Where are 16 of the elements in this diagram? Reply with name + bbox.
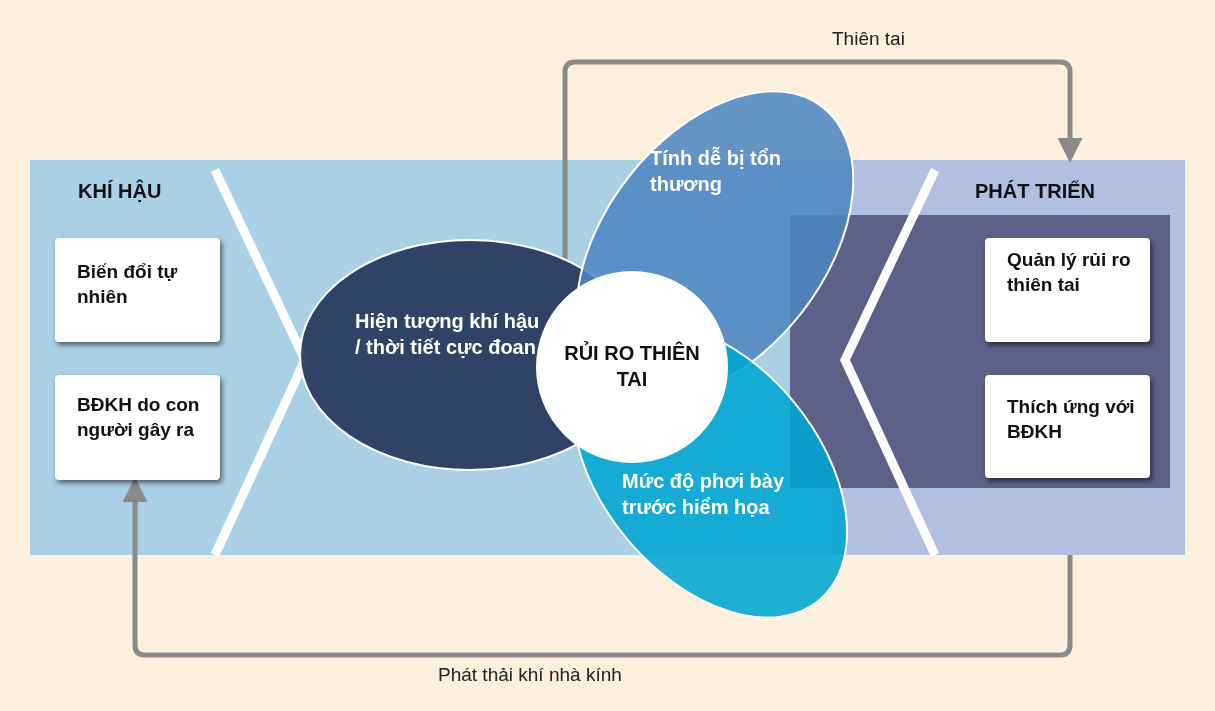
text-box — [985, 375, 1150, 478]
text-box — [55, 238, 220, 342]
node-label: RỦI RO THIÊN TAI — [563, 340, 701, 392]
node-label: BĐKH do con người gây ra — [77, 393, 201, 442]
node-label: Mức độ phơi bày trước hiểm họa — [622, 469, 786, 520]
node-label: Thích ứng với BĐKH — [1007, 395, 1136, 444]
arrow — [122, 477, 1073, 658]
node-label: Hiện tượng khí hậu / thời tiết cực đoan — [355, 309, 541, 360]
arrow — [562, 59, 1083, 260]
node-label: Quản lý rủi ro thiên tai — [1007, 248, 1132, 297]
panel-heading: KHÍ HẬU — [78, 178, 163, 204]
node-label: Tính dễ bị tổn thương — [650, 145, 783, 197]
text-box — [985, 238, 1150, 342]
text-box — [55, 375, 220, 480]
node-label: Biến đổi tự nhiên — [77, 260, 179, 309]
panel-heading: PHÁT TRIỂN — [975, 179, 1096, 204]
